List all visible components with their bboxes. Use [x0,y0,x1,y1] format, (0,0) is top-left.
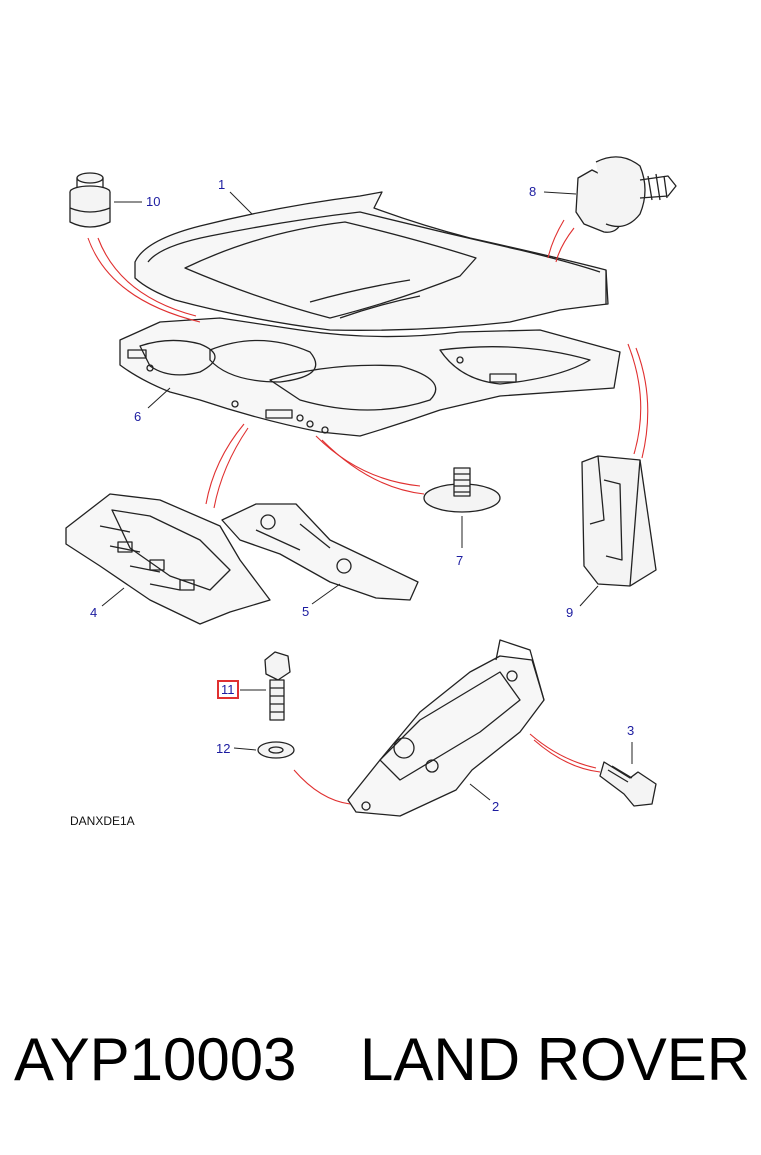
callout-9[interactable]: 9 [566,605,574,620]
insulation-pad-part [119,317,621,437]
bolt-part [599,761,657,807]
diagram-area: 1 2 3 4 5 6 7 8 9 10 11 12 DANXDE1A [65,156,677,828]
under-bracket-part [221,503,419,601]
washer-part [257,741,295,759]
brand-name: LAND ROVER [360,1026,751,1093]
front-under-panel-part [65,493,271,625]
callout-11-highlighted[interactable]: 11 [217,680,239,699]
bonnet-part [134,191,609,331]
callout-3[interactable]: 3 [627,723,635,738]
caption-bar [0,960,761,1155]
callout-8[interactable]: 8 [529,184,537,199]
hinge-part [347,639,545,817]
callout-2[interactable]: 2 [492,799,500,814]
hinge-bolt-part [264,651,291,721]
exploded-parts-diagram [65,156,677,817]
rubber-buffer-part [69,172,111,228]
callout-12[interactable]: 12 [216,741,231,756]
clip-part [575,156,677,233]
callout-6[interactable]: 6 [134,409,142,424]
callout-5[interactable]: 5 [302,604,310,619]
part-number: AYP10003 [14,1026,297,1093]
leader-lines [87,219,649,805]
seal-block-part [581,455,657,587]
callout-7[interactable]: 7 [456,553,464,568]
diagram-code: DANXDE1A [70,814,135,828]
push-stud-part [423,467,501,513]
callout-ticks [101,191,633,801]
callout-10[interactable]: 10 [146,194,161,209]
callout-1[interactable]: 1 [218,177,226,192]
callout-4[interactable]: 4 [90,605,98,620]
